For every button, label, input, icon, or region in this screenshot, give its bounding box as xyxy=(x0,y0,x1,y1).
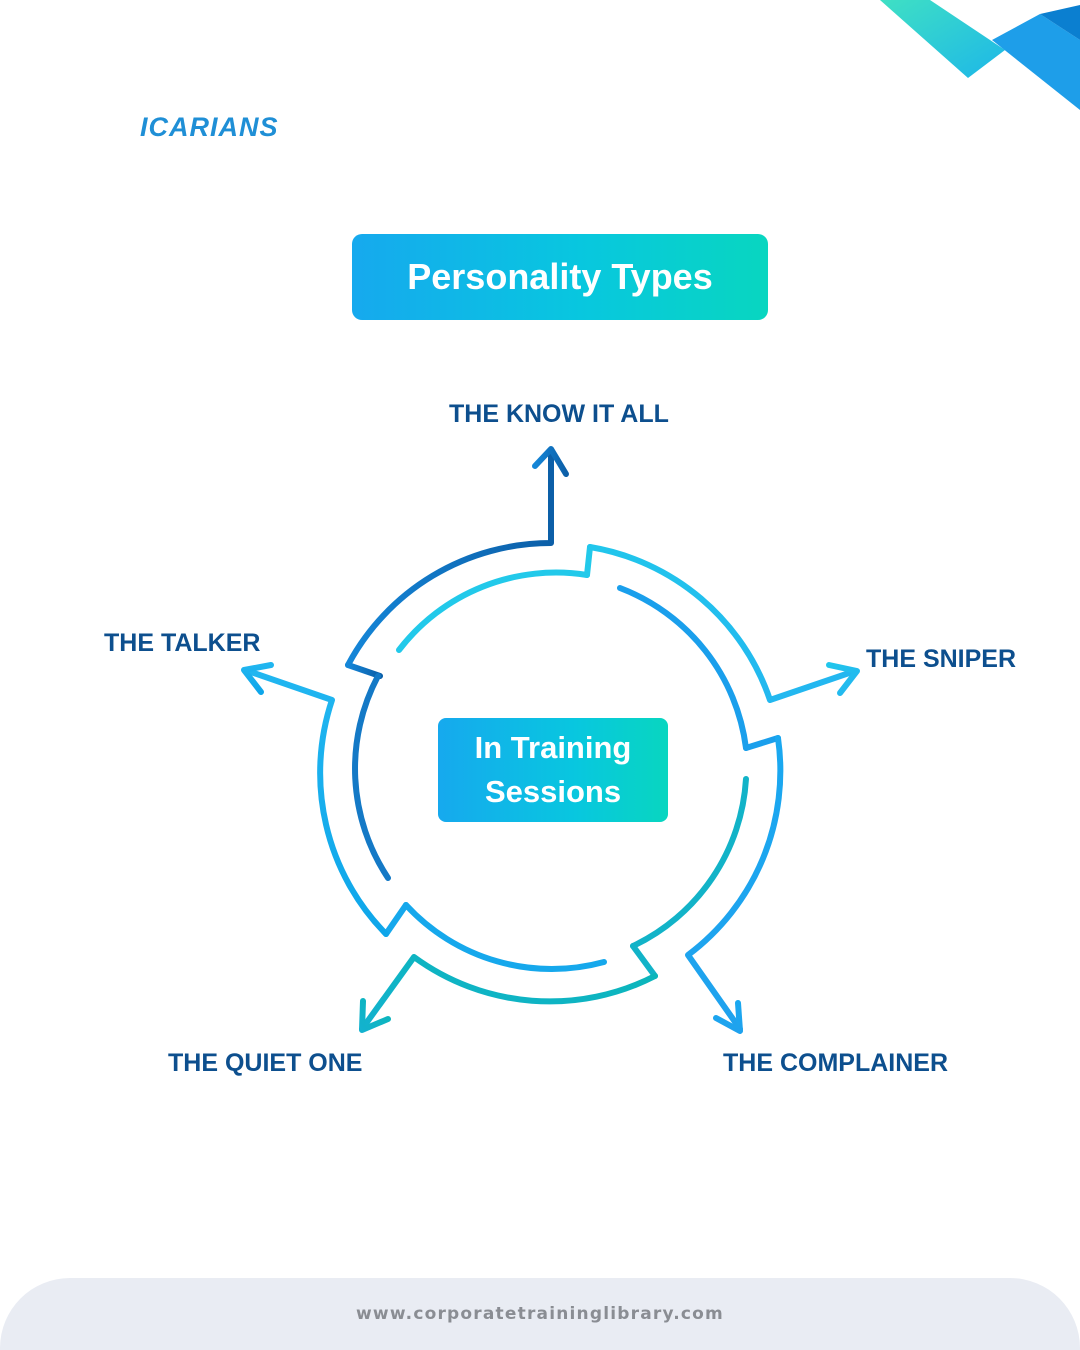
label-quiet-one: THE QUIET ONE xyxy=(168,1049,363,1077)
segment-left xyxy=(241,662,391,937)
label-sniper: THE SNIPER xyxy=(866,645,1017,673)
brand-logo: ICARIANS xyxy=(140,112,279,142)
segment-bottom-right xyxy=(630,735,784,1034)
segment-top xyxy=(345,446,593,679)
corner-ribbon-decoration xyxy=(880,0,1080,110)
center-label: In Training Sessions xyxy=(474,730,632,809)
title-banner: Personality Types xyxy=(352,234,768,320)
footer-bar: www.corporatetraininglibrary.com xyxy=(0,1278,1080,1350)
segment-bottom-left xyxy=(359,902,658,1033)
label-know-it-all: THE KNOW IT ALL xyxy=(449,400,669,428)
footer-url[interactable]: www.corporatetraininglibrary.com xyxy=(356,1304,724,1324)
segment-right xyxy=(587,544,860,751)
label-complainer: THE COMPLAINER xyxy=(723,1049,948,1077)
center-box: In Training Sessions xyxy=(438,718,668,822)
page-title: Personality Types xyxy=(407,256,713,297)
label-talker: THE TALKER xyxy=(104,629,261,657)
